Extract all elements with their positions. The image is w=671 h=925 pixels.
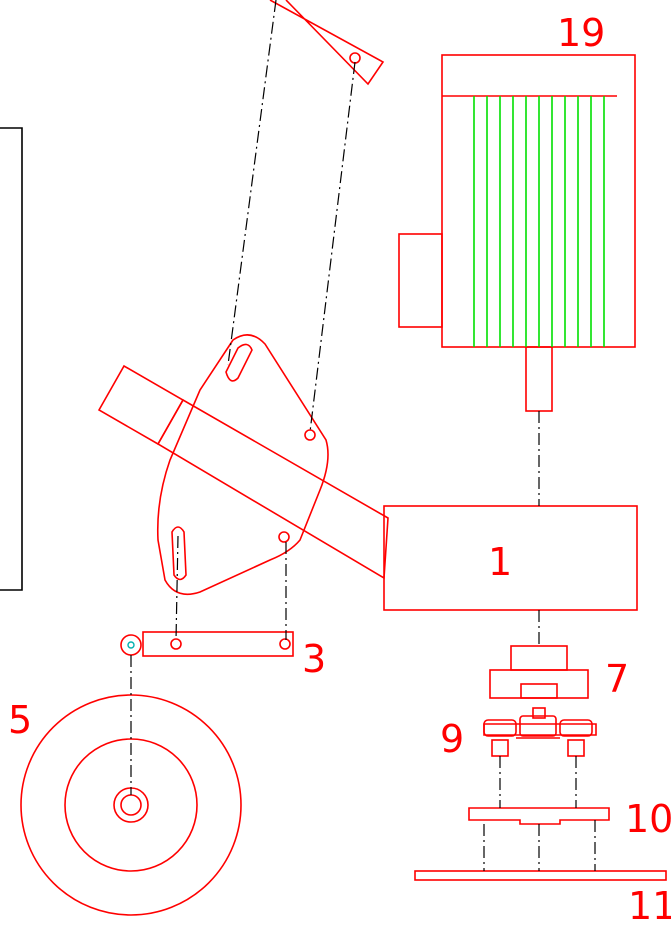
base-plate <box>414 870 667 881</box>
label-base: 11 <box>628 884 671 925</box>
label-wheel: 5 <box>8 698 32 742</box>
label-motor: 19 <box>557 11 605 55</box>
centerlines <box>130 0 596 871</box>
mounting-plate <box>468 807 610 825</box>
pivot-point <box>127 641 135 649</box>
gearbox <box>383 505 638 611</box>
bracket-plate <box>156 334 329 596</box>
coupling <box>489 645 589 699</box>
inclined-arm <box>97 364 389 580</box>
label-coupling: 7 <box>605 657 629 701</box>
top-arm <box>269 0 385 86</box>
cooling-fins <box>473 96 605 347</box>
side-frame <box>0 127 23 591</box>
bearing-block <box>483 707 597 757</box>
label-plate: 10 <box>625 797 671 841</box>
label-link: 3 <box>302 637 326 681</box>
motor <box>398 54 636 412</box>
link-bar <box>120 631 294 657</box>
label-gearbox: 1 <box>488 540 512 584</box>
label-bearing-block: 9 <box>440 717 464 761</box>
